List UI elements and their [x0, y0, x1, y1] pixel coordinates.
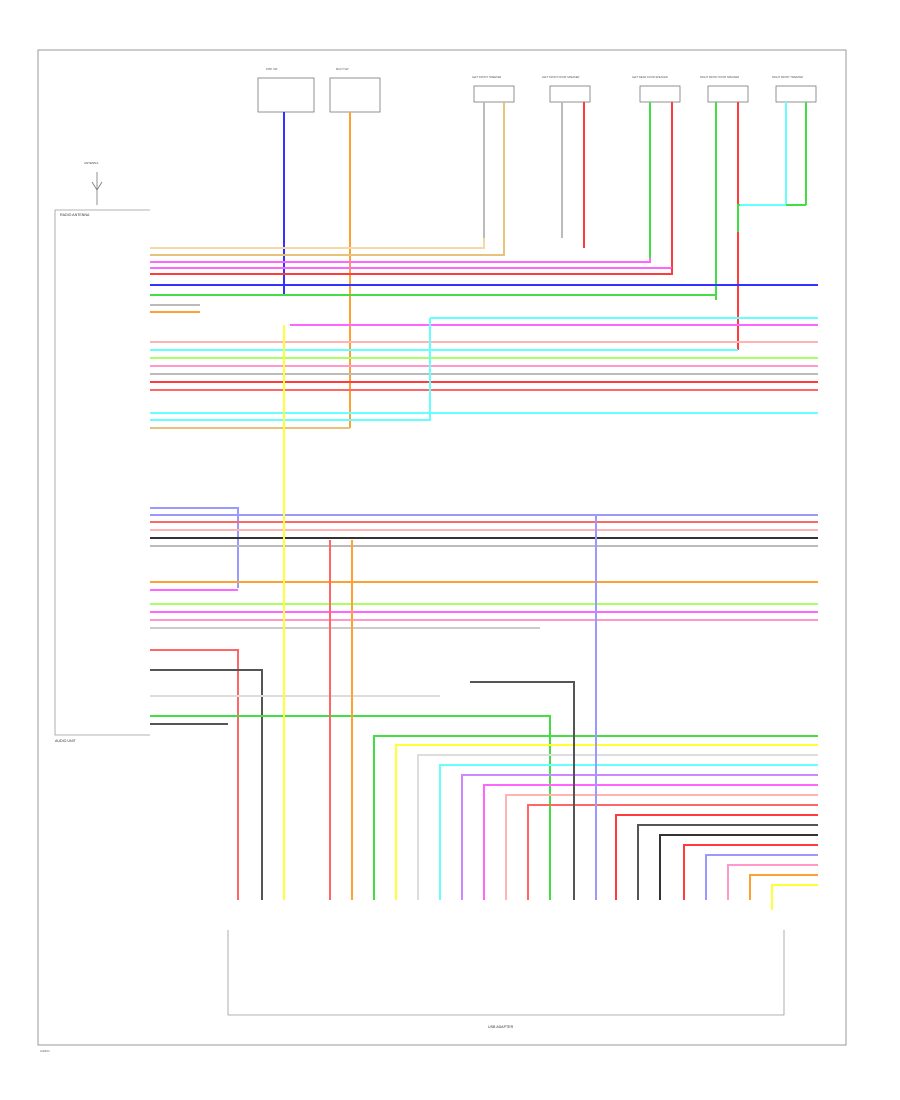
audio-unit-box — [54, 209, 150, 736]
disp-switch-label: DISP. SW — [266, 67, 278, 71]
disp-switch-module: DISP. SW — [257, 67, 315, 113]
speaker-rf-door: RIGHT FRONT DOOR SPEAKER — [700, 75, 749, 103]
usb-adapter-box — [227, 930, 785, 1016]
antenna-label: ANTENNA — [84, 161, 98, 165]
speaker-lf-door: LEFT FRONT DOOR SPEAKER — [542, 75, 591, 103]
multi-switch-module: MULTI SW — [329, 67, 381, 113]
usb-adapter-label: USB ADAPTER — [488, 1025, 514, 1029]
speaker-label: LEFT REAR DOOR SPEAKER — [632, 75, 668, 79]
radio-antenna-label: RADIO ANTENNA — [60, 213, 90, 217]
diagram-frame — [37, 49, 847, 1046]
speaker-label: RIGHT FRONT DOOR SPEAKER — [700, 75, 739, 79]
page-code: AUDIO1 — [40, 1049, 50, 1053]
speaker-label: LEFT FRONT TWEETER — [472, 75, 501, 79]
multi-switch-label: MULTI SW — [336, 67, 349, 71]
antenna-symbol — [91, 172, 103, 205]
audio-unit-label: AUDIO UNIT — [55, 739, 77, 743]
speaker-lf-tweeter: LEFT FRONT TWEETER — [472, 75, 515, 103]
speaker-label: LEFT FRONT DOOR SPEAKER — [542, 75, 580, 79]
wires — [150, 102, 818, 910]
speaker-rf-tweeter: RIGHT FRONT TWEETER — [772, 75, 817, 103]
speaker-label: RIGHT FRONT TWEETER — [772, 75, 803, 79]
speaker-lr-door: LEFT REAR DOOR SPEAKER — [632, 75, 681, 103]
